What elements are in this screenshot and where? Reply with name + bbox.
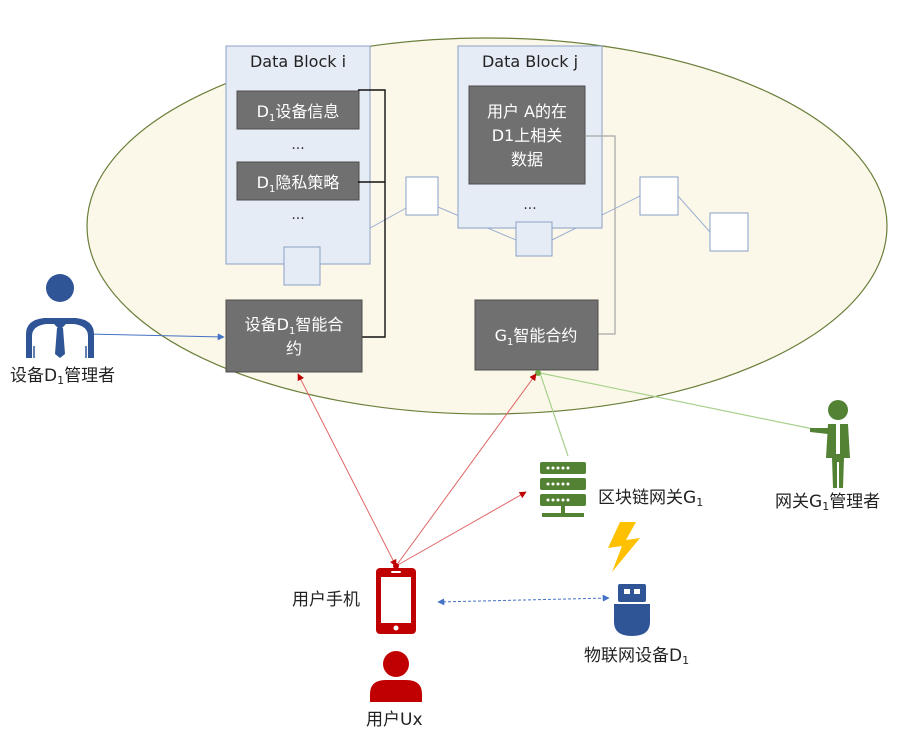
admin-device-link [85,330,225,341]
device-smart-contract[interactable]: 设备D1智能合 约 [225,299,363,373]
chain-square-5 [709,212,749,252]
device-info-text: 设备信息 [275,102,339,121]
phone-label: 用户手机 [292,590,360,610]
device-contract-sub: 1 [289,326,295,337]
privacy-policy-sub: 1 [269,184,275,195]
device-info-prefix: D [257,102,269,121]
block-i-contract-link [358,89,386,338]
gateway-smart-contract[interactable]: G1智能合约 [474,299,599,371]
iot-device-label: 物联网设备D1 [584,646,690,667]
data-block-j[interactable]: Data Block j 用户 A的在 D1上相关 数据 ... [457,45,603,229]
gateway-admin-label: 网关G1管理者 [775,492,881,513]
user-data-box[interactable]: 用户 A的在 D1上相关 数据 [468,85,586,185]
device-info-box[interactable]: D1设备信息 [236,90,360,130]
privacy-policy-prefix: D [257,173,269,192]
chain-squares [283,176,749,286]
person-icon [370,651,422,702]
gateway-contract-sub: 1 [507,337,513,348]
person-icon [810,400,850,488]
svg-text:D1隐私策略: D1隐私策略 [257,173,340,195]
block-j-ellipsis: ... [523,197,536,213]
lightning-icon [608,522,640,572]
gateway-contract-prefix: G [495,326,507,345]
chain-square-2 [405,176,439,216]
device-info-sub: 1 [269,113,275,124]
user-data-line-3: 数据 [511,150,543,169]
phone-device-link [437,594,610,606]
data-block-i[interactable]: Data Block i D1设备信息 ... D1隐私策略 ... [225,45,371,265]
user-label: 用户Ux [366,710,423,730]
phone-icon [376,568,416,634]
phone-link-anchor [393,563,399,569]
user-data-line-2: D1上相关 [492,126,563,145]
device-admin-label: 设备D1管理者 [10,366,116,387]
svg-text:D1设备信息: D1设备信息 [257,102,340,124]
device-contract-prefix: 设备D [245,315,289,334]
privacy-policy-box[interactable]: D1隐私策略 [236,161,360,201]
block-j-contract-link [585,135,616,335]
chain-square-1 [283,246,321,286]
gateway-admin-links [539,372,819,457]
phone-links [297,373,537,567]
data-block-j-title: Data Block j [482,52,578,71]
user-data-line-1: 用户 A的在 [487,102,567,121]
usb-device-icon [614,584,650,636]
gateway-contract-suffix: 智能合约 [513,326,577,345]
chain-square-3 [515,221,553,257]
svg-text:G1智能合约: G1智能合约 [495,326,578,348]
person-icon [26,274,94,358]
device-contract-line-2: 约 [286,339,302,358]
svg-text:设备D1智能合: 设备D1智能合 [245,315,344,337]
blockchain-gateway-label: 区块链网关G1 [598,488,704,509]
block-i-ellipsis-2: ... [291,207,304,223]
server-icon [540,462,586,517]
device-contract-suffix: 智能合 [295,315,343,334]
data-block-i-title: Data Block i [250,52,346,71]
chain-square-4 [639,176,679,216]
gateway-contract-anchor [535,370,541,376]
block-i-ellipsis-1: ... [291,137,304,153]
privacy-policy-text: 隐私策略 [275,173,339,192]
